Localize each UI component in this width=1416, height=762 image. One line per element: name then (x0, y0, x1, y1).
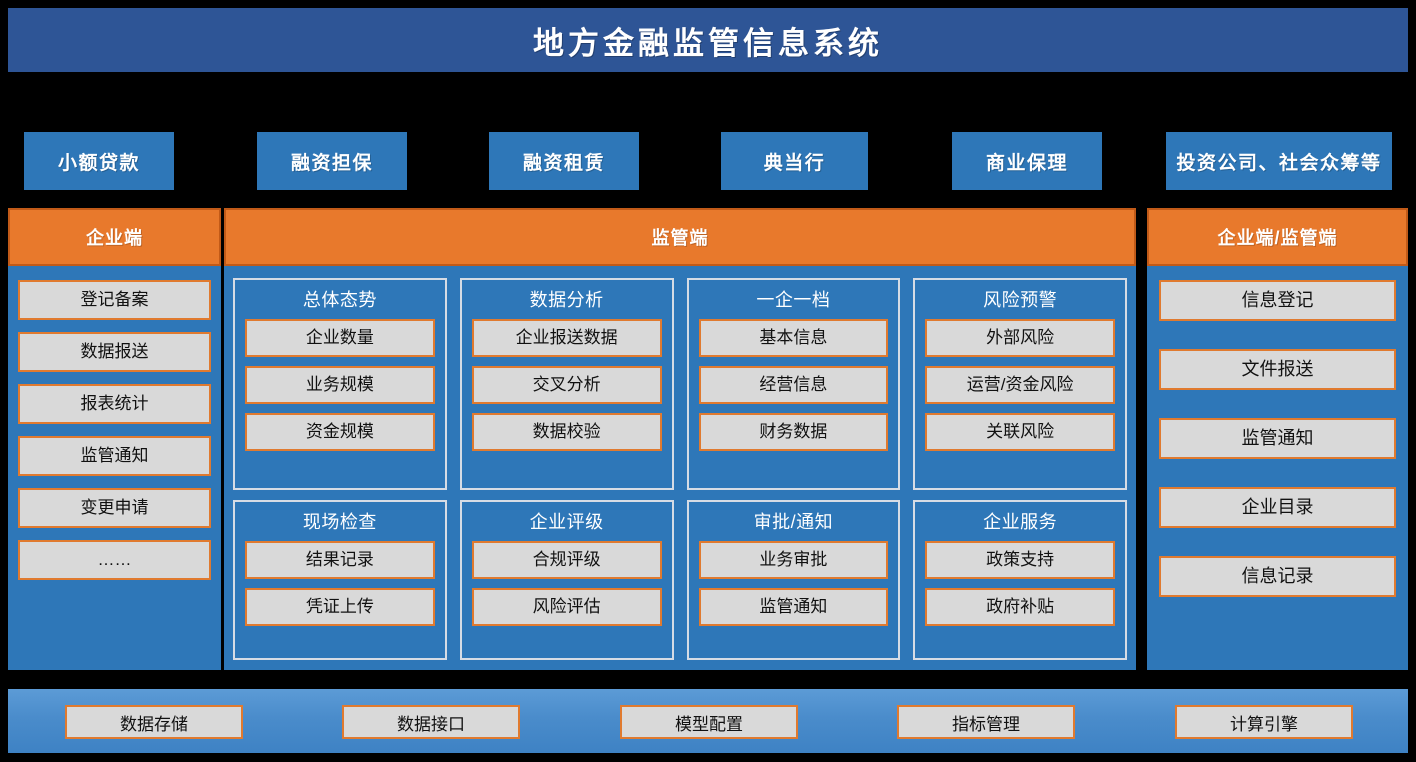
regulator-group-grid: 总体态势 企业数量 业务规模 资金规模 数据分析 企业报送数据 交叉分析 数据校… (233, 278, 1127, 660)
group-item[interactable]: 监管通知 (698, 588, 889, 626)
group-item[interactable]: 合规评级 (471, 541, 662, 579)
menu-item[interactable]: 数据报送 (18, 332, 211, 372)
group-item-list: 外部风险 运营/资金风险 关联风险 (925, 319, 1115, 480)
group-item[interactable]: 经营信息 (698, 366, 889, 404)
group-card-overall-situation: 总体态势 企业数量 业务规模 资金规模 (233, 278, 447, 490)
group-item[interactable]: 运营/资金风险 (925, 366, 1115, 404)
group-item[interactable]: 业务审批 (698, 541, 889, 579)
group-item[interactable]: 基本信息 (698, 319, 889, 357)
menu-item-more[interactable]: …… (18, 540, 211, 580)
group-item[interactable]: 政府补贴 (925, 588, 1115, 626)
group-item[interactable]: 交叉分析 (471, 366, 662, 404)
footer-item[interactable]: 模型配置 (620, 705, 798, 739)
category-button-1[interactable]: 融资担保 (257, 132, 407, 190)
group-item[interactable]: 凭证上传 (245, 588, 435, 626)
group-item[interactable]: 业务规模 (245, 366, 435, 404)
panel-header-enterprise: 企业端 (8, 208, 221, 266)
group-item[interactable]: 风险评估 (471, 588, 662, 626)
system-title-bar: 地方金融监管信息系统 (8, 8, 1408, 72)
panel-body-regulator: 总体态势 企业数量 业务规模 资金规模 数据分析 企业报送数据 交叉分析 数据校… (224, 266, 1136, 670)
group-item[interactable]: 外部风险 (925, 319, 1115, 357)
menu-item[interactable]: 信息记录 (1159, 556, 1396, 597)
category-row: 小额贷款 融资担保 融资租赁 典当行 商业保理 投资公司、社会众筹等 (0, 132, 1416, 190)
menu-item[interactable]: 企业目录 (1159, 487, 1396, 528)
category-button-2[interactable]: 融资租赁 (489, 132, 639, 190)
group-item-list: 基本信息 经营信息 财务数据 (698, 319, 889, 480)
group-card-risk-warning: 风险预警 外部风险 运营/资金风险 关联风险 (913, 278, 1127, 490)
category-button-3[interactable]: 典当行 (721, 132, 868, 190)
menu-item[interactable]: 文件报送 (1159, 349, 1396, 390)
panel-body-enterprise: 登记备案 数据报送 报表统计 监管通知 变更申请 …… (8, 266, 221, 670)
group-title: 风险预警 (983, 290, 1058, 310)
group-title: 现场检查 (302, 512, 377, 532)
group-item[interactable]: 政策支持 (925, 541, 1115, 579)
group-item[interactable]: 财务数据 (698, 413, 889, 451)
menu-item[interactable]: 报表统计 (18, 384, 211, 424)
group-item[interactable]: 企业报送数据 (471, 319, 662, 357)
group-item-list: 企业数量 业务规模 资金规模 (245, 319, 435, 480)
category-button-0[interactable]: 小额贷款 (24, 132, 174, 190)
footer-item[interactable]: 数据接口 (342, 705, 520, 739)
footer-item[interactable]: 指标管理 (897, 705, 1075, 739)
group-item[interactable]: 数据校验 (471, 413, 662, 451)
group-item-list: 结果记录 凭证上传 (245, 541, 435, 650)
panel-regulator-side: 监管端 总体态势 企业数量 业务规模 资金规模 数据分析 企业报送数据 交叉分析 (224, 208, 1136, 670)
group-item[interactable]: 结果记录 (245, 541, 435, 579)
menu-item[interactable]: 监管通知 (1159, 418, 1396, 459)
footer-item[interactable]: 数据存储 (65, 705, 243, 739)
group-card-onsite-inspection: 现场检查 结果记录 凭证上传 (233, 500, 447, 660)
group-card-data-analysis: 数据分析 企业报送数据 交叉分析 数据校验 (459, 278, 674, 490)
group-item-list: 业务审批 监管通知 (698, 541, 889, 650)
menu-item[interactable]: 信息登记 (1159, 280, 1396, 321)
panel-enterprise-side: 企业端 登记备案 数据报送 报表统计 监管通知 变更申请 …… (8, 208, 221, 670)
footer-item[interactable]: 计算引擎 (1175, 705, 1353, 739)
panel-shared-side: 企业端/监管端 信息登记 文件报送 监管通知 企业目录 信息记录 (1147, 208, 1408, 670)
group-item[interactable]: 企业数量 (245, 319, 435, 357)
group-item-list: 政策支持 政府补贴 (925, 541, 1115, 650)
group-title: 一企一档 (756, 290, 831, 310)
group-title: 企业评级 (529, 512, 604, 532)
enterprise-menu-list: 登记备案 数据报送 报表统计 监管通知 变更申请 …… (18, 280, 211, 580)
page-title: 地方金融监管信息系统 (533, 25, 883, 61)
group-title: 数据分析 (529, 290, 604, 310)
shared-menu-list: 信息登记 文件报送 监管通知 企业目录 信息记录 (1159, 280, 1396, 597)
menu-item[interactable]: 登记备案 (18, 280, 211, 320)
group-card-one-enterprise-one-file: 一企一档 基本信息 经营信息 财务数据 (686, 278, 901, 490)
group-item[interactable]: 关联风险 (925, 413, 1115, 451)
group-title: 审批/通知 (753, 512, 834, 532)
group-card-approval-notice: 审批/通知 业务审批 监管通知 (686, 500, 901, 660)
category-button-4[interactable]: 商业保理 (952, 132, 1102, 190)
group-title: 总体态势 (302, 290, 377, 310)
panel-header-regulator: 监管端 (224, 208, 1136, 266)
group-item[interactable]: 资金规模 (245, 413, 435, 451)
group-title: 企业服务 (983, 512, 1058, 532)
panel-body-shared: 信息登记 文件报送 监管通知 企业目录 信息记录 (1147, 266, 1408, 670)
group-item-list: 合规评级 风险评估 (471, 541, 662, 650)
group-card-enterprise-service: 企业服务 政策支持 政府补贴 (913, 500, 1127, 660)
group-item-list: 企业报送数据 交叉分析 数据校验 (471, 319, 662, 480)
group-card-enterprise-rating: 企业评级 合规评级 风险评估 (459, 500, 674, 660)
menu-item[interactable]: 监管通知 (18, 436, 211, 476)
panel-header-shared: 企业端/监管端 (1147, 208, 1408, 266)
menu-item[interactable]: 变更申请 (18, 488, 211, 528)
infrastructure-footer: 数据存储 数据接口 模型配置 指标管理 计算引擎 (8, 689, 1408, 753)
category-button-5[interactable]: 投资公司、社会众筹等 (1166, 132, 1392, 190)
